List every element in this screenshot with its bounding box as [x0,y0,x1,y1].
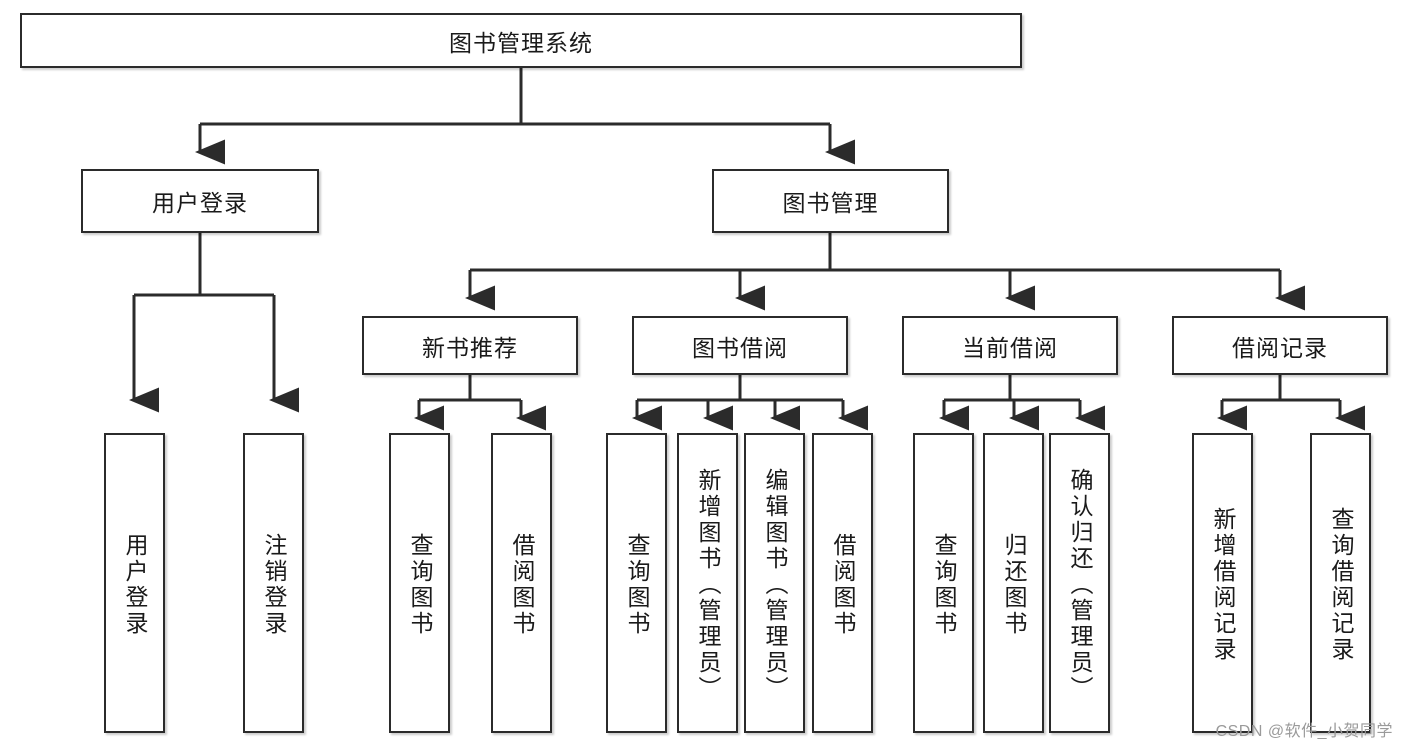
node-leaf-add-record[interactable]: 新增借阅记录 [1192,433,1253,733]
node-leaf-add-book[interactable]: 新增图书（管理员） [677,433,738,733]
node-leaf-user-login[interactable]: 用户登录 [104,433,165,733]
node-current-borrow[interactable]: 当前借阅 [902,316,1118,375]
node-leaf-query-record[interactable]: 查询借阅记录 [1310,433,1371,733]
node-label: 查询借阅记录 [1328,507,1354,663]
node-book-borrow[interactable]: 图书借阅 [632,316,848,375]
node-label: 借阅图书 [509,533,535,637]
node-label: 借阅图书 [830,533,856,637]
node-label: 确认归还（管理员） [1067,468,1093,702]
node-label: 查询图书 [931,533,957,637]
node-label: 图书借阅 [692,334,788,361]
node-leaf-query-book-3[interactable]: 查询图书 [913,433,974,733]
node-leaf-borrow-book-2[interactable]: 借阅图书 [812,433,873,733]
node-label: 借阅记录 [1232,334,1328,361]
node-label: 新书推荐 [422,334,518,361]
node-user-login[interactable]: 用户登录 [81,169,319,233]
node-leaf-edit-book[interactable]: 编辑图书（管理员） [744,433,805,733]
node-label: 用户登录 [152,190,248,216]
node-label: 用户登录 [122,533,148,637]
node-leaf-logout-login[interactable]: 注销登录 [243,433,304,733]
node-new-book-recommend[interactable]: 新书推荐 [362,316,578,375]
node-label: 编辑图书（管理员） [762,468,788,702]
watermark-text: CSDN @软件_小贺同学 [1215,723,1393,740]
node-leaf-query-book-1[interactable]: 查询图书 [389,433,450,733]
node-label: 注销登录 [261,533,287,637]
node-label: 新增图书（管理员） [695,468,721,702]
node-label: 查询图书 [407,533,433,637]
node-label: 新增借阅记录 [1210,507,1236,663]
node-book-management-system[interactable]: 图书管理系统 [20,13,1022,68]
node-label: 当前借阅 [962,334,1058,361]
node-leaf-borrow-book-1[interactable]: 借阅图书 [491,433,552,733]
node-leaf-return-book[interactable]: 归还图书 [983,433,1044,733]
node-book-management[interactable]: 图书管理 [712,169,949,233]
node-label: 归还图书 [1001,533,1027,637]
node-label: 查询图书 [624,533,650,637]
node-leaf-query-book-2[interactable]: 查询图书 [606,433,667,733]
node-borrow-record[interactable]: 借阅记录 [1172,316,1388,375]
node-leaf-confirm-return[interactable]: 确认归还（管理员） [1049,433,1110,733]
node-label: 图书管理系统 [449,29,593,56]
node-label: 图书管理 [782,190,879,216]
